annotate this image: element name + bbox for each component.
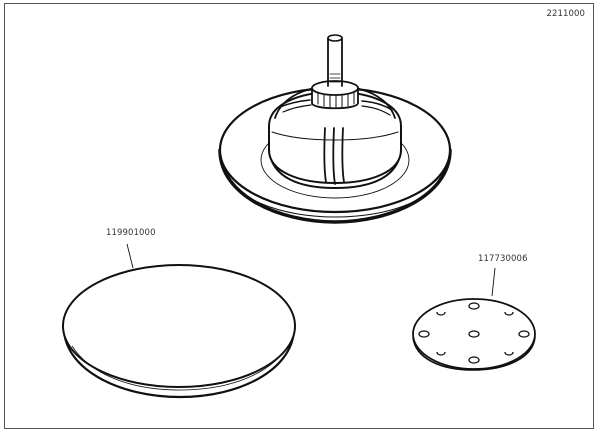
backing-pad-holder-illustration bbox=[218, 34, 452, 224]
sanding-disc-illustration bbox=[62, 243, 296, 399]
part-label-sanding-disc: 119901000 bbox=[106, 228, 156, 238]
perforated-pad-illustration bbox=[412, 267, 536, 371]
drawing-number: 2211000 bbox=[546, 9, 585, 19]
part-label-perforated-pad: 117730006 bbox=[478, 254, 528, 264]
